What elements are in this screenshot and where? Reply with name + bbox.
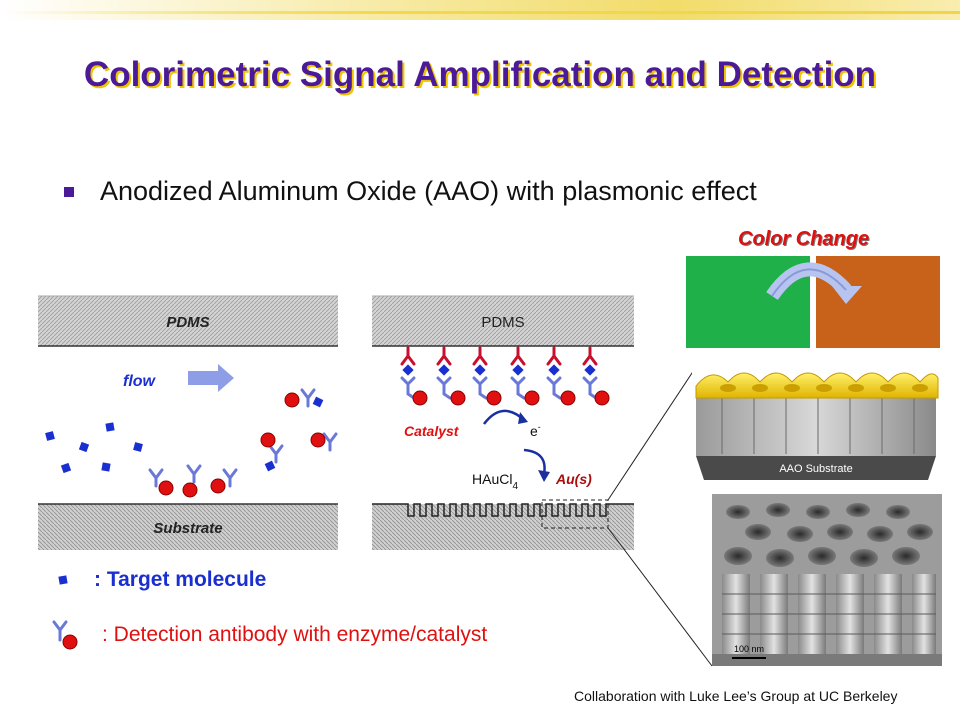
aao-substrate-label: AAO Substrate xyxy=(779,463,852,475)
orange-sample xyxy=(816,256,940,348)
pdms-label-mid: PDMS xyxy=(481,314,524,331)
aao-3d-render: AAO Substrate xyxy=(692,362,942,486)
middle-diagram: PDMS xyxy=(372,295,634,550)
scale-bar-label: 100 nm xyxy=(734,644,764,654)
color-change-label: Color Change xyxy=(738,228,870,250)
aao-substrate-layer xyxy=(372,504,634,550)
footer-credit: Collaboration with Luke Lee’s Group at U… xyxy=(574,688,898,704)
flow-arrow-icon xyxy=(188,364,234,392)
left-diagram: PDMS Substrate flow xyxy=(38,295,338,550)
antibody-enzyme-icon xyxy=(52,620,78,650)
electron-label: e- xyxy=(530,422,541,439)
bullet-square-icon xyxy=(64,186,74,197)
legend-antibody: : Detection antibody with enzyme/catalys… xyxy=(48,618,487,652)
color-photos xyxy=(686,256,940,348)
bullet-item: Anodized Aluminum Oxide (AAO) with plasm… xyxy=(64,176,757,207)
flow-label: flow xyxy=(123,373,157,390)
target-molecule-icon xyxy=(58,575,68,585)
pdms-layer xyxy=(38,296,338,346)
antibody-conjugates xyxy=(148,388,338,488)
top-decor-bar xyxy=(0,0,960,20)
pdms-layer-mid xyxy=(372,296,634,346)
substrate-label: Substrate xyxy=(153,520,222,537)
bullet-text: Anodized Aluminum Oxide (AAO) with plasm… xyxy=(100,176,757,206)
pdms-label: PDMS xyxy=(166,314,209,331)
catalyst-label: Catalyst xyxy=(404,423,460,439)
legend-target-label: : Target molecule xyxy=(94,568,267,591)
zoom-box xyxy=(541,499,609,529)
aao-pores xyxy=(372,503,634,517)
slide-title: Colorimetric Signal Amplification and De… xyxy=(83,55,877,94)
reduction-arrow-icon xyxy=(523,448,546,475)
product-label: Au(s) xyxy=(555,471,592,487)
substrate-layer xyxy=(38,504,338,550)
top-decor-line xyxy=(0,11,960,14)
reagent-label: HAuCl4 xyxy=(472,471,518,492)
target-molecules xyxy=(45,396,324,474)
sem-image: 100 nm xyxy=(712,494,942,666)
legend-target: : Target molecule xyxy=(56,568,266,592)
legend-antibody-label: : Detection antibody with enzyme/catalys… xyxy=(102,623,488,646)
enzyme-beads xyxy=(158,392,326,498)
